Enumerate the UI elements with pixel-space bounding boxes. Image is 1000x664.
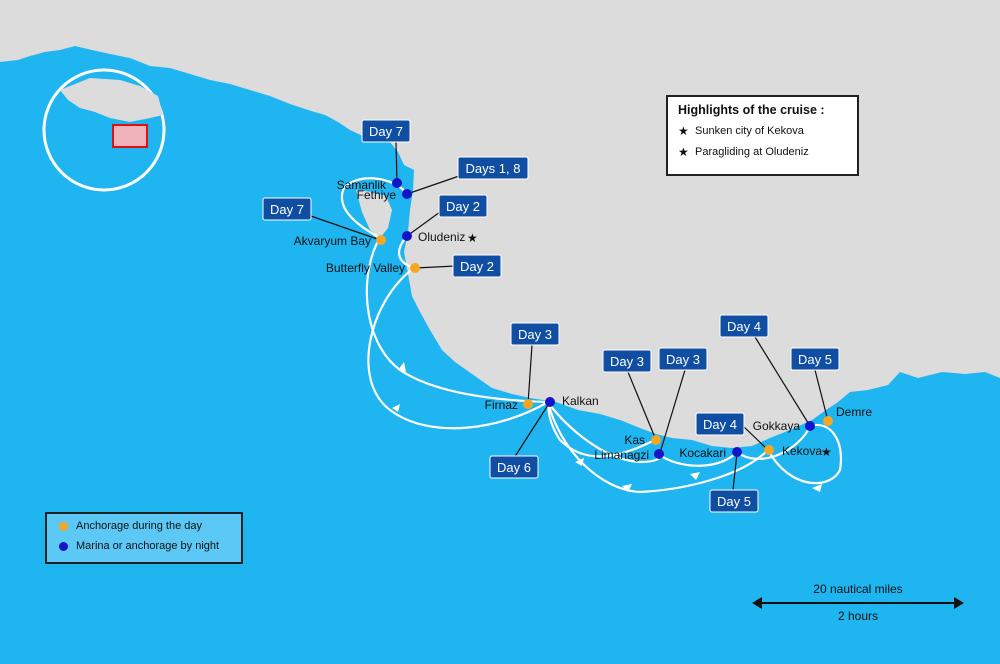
place-label: Samanlik [337, 178, 387, 192]
star-icon: ★ [467, 231, 478, 245]
svg-text:Day 3: Day 3 [518, 327, 552, 342]
marina-dot-icon [59, 541, 68, 551]
anchorage-marker [764, 445, 774, 455]
highlight-item: ★ Sunken city of Kekova [678, 124, 857, 138]
day-label: Day 3 [658, 347, 708, 371]
day-label: Day 4 [695, 412, 745, 436]
highlight-label: Paragliding at Oludeniz [695, 146, 809, 158]
legend-label: Marina or anchorage by night [76, 540, 220, 552]
place-limanagzi[interactable]: Limanagzi [594, 448, 664, 462]
day-label: Days 1, 8 [457, 156, 529, 180]
land-mass [0, 0, 1000, 448]
day-label: Day 5 [709, 489, 759, 513]
place-label: Butterfly Valley [326, 261, 405, 275]
star-icon: ★ [821, 445, 832, 459]
marina-marker [402, 189, 412, 199]
place-label: Demre [836, 405, 872, 419]
svg-text:Day 7: Day 7 [369, 124, 403, 139]
marina-marker [805, 421, 815, 431]
place-kas[interactable]: Kas [624, 433, 661, 447]
svg-text:Day 3: Day 3 [666, 352, 700, 367]
fethiye-bay [340, 166, 408, 196]
svg-text:Day 3: Day 3 [610, 354, 644, 369]
place-label: Kekova [782, 444, 822, 458]
marina-marker [654, 449, 664, 459]
day-label: Day 2 [438, 194, 488, 218]
cruise-route [340, 177, 843, 494]
day-label: Day 7 [361, 119, 411, 143]
place-samanlik[interactable]: Samanlik [337, 178, 402, 192]
legend-item: Anchorage during the day [59, 520, 241, 532]
route-arrows [392, 362, 822, 492]
marina-marker [392, 178, 402, 188]
place-label: Kocakari [679, 446, 726, 460]
place-label: Kas [624, 433, 645, 447]
svg-text:Day 5: Day 5 [798, 352, 832, 367]
place-kalkan[interactable]: Kalkan [545, 394, 599, 408]
day-label: Day 6 [489, 455, 539, 479]
anchorage-marker [410, 263, 420, 273]
place-gokkaya[interactable]: Gokkaya [753, 419, 815, 433]
highlight-item: ★ Paragliding at Oludeniz [678, 145, 857, 159]
anchorage-marker [376, 235, 386, 245]
day-label: Day 4 [719, 314, 769, 338]
place-kekova[interactable]: Kekova ★ [764, 444, 832, 459]
day-label: Day 3 [510, 322, 560, 346]
inset-land [60, 78, 163, 122]
svg-text:Day 6: Day 6 [497, 460, 531, 475]
marina-marker [545, 397, 555, 407]
legend-label: Anchorage during the day [76, 520, 202, 532]
svg-text:Day 2: Day 2 [446, 199, 480, 214]
marina-marker [732, 447, 742, 457]
place-demre[interactable]: Demre [823, 405, 872, 426]
place-firnaz[interactable]: Firnaz [485, 398, 533, 412]
day-label: Day 7 [262, 197, 312, 221]
place-label: Oludeniz [418, 230, 465, 244]
day-label: Day 5 [790, 347, 840, 371]
svg-text:Day 4: Day 4 [703, 417, 737, 432]
anchorage-dot-icon [59, 521, 68, 531]
day-label: Day 2 [452, 254, 502, 278]
map-legend: Anchorage during the day Marina or ancho… [45, 512, 243, 564]
place-akvaryum-bay[interactable]: Akvaryum Bay [294, 234, 386, 248]
marina-marker [402, 231, 412, 241]
place-label: Limanagzi [594, 448, 649, 462]
svg-text:Day 4: Day 4 [727, 319, 761, 334]
place-label: Fethiye [357, 188, 397, 202]
svg-text:Day 2: Day 2 [460, 259, 494, 274]
place-butterfly-valley[interactable]: Butterfly Valley [326, 261, 420, 275]
place-label: Akvaryum Bay [294, 234, 371, 248]
svg-text:Day 7: Day 7 [270, 202, 304, 217]
highlights-panel: Highlights of the cruise : ★ Sunken city… [666, 95, 859, 176]
place-label: Kalkan [562, 394, 599, 408]
anchorage-marker [651, 435, 661, 445]
highlight-label: Sunken city of Kekova [695, 125, 804, 137]
anchorage-marker [523, 399, 533, 409]
place-label: Firnaz [485, 398, 518, 412]
scale-line [760, 602, 956, 604]
inset-highlight-box [112, 124, 148, 148]
place-fethiye[interactable]: Fethiye [357, 188, 412, 202]
star-icon: ★ [678, 145, 689, 159]
legend-item: Marina or anchorage by night [59, 540, 241, 552]
highlights-title: Highlights of the cruise : [678, 103, 825, 117]
scale-bar: 20 nautical miles 2 hours [752, 582, 964, 624]
day-label: Day 3 [602, 349, 652, 373]
arrow-left-icon [752, 597, 762, 609]
place-kocakari[interactable]: Kocakari [679, 446, 742, 460]
svg-text:Day 5: Day 5 [717, 494, 751, 509]
scale-time: 2 hours [837, 609, 879, 623]
anchorage-marker [823, 416, 833, 426]
peninsula-akvaryum [356, 190, 392, 238]
place-label: Gokkaya [753, 419, 801, 433]
star-icon: ★ [678, 124, 689, 138]
scale-distance: 20 nautical miles [813, 582, 903, 596]
arrow-right-icon [954, 597, 964, 609]
place-oludeniz[interactable]: Oludeniz ★ [402, 230, 478, 245]
svg-text:Days 1, 8: Days 1, 8 [466, 161, 521, 176]
label-leaders [304, 141, 829, 491]
